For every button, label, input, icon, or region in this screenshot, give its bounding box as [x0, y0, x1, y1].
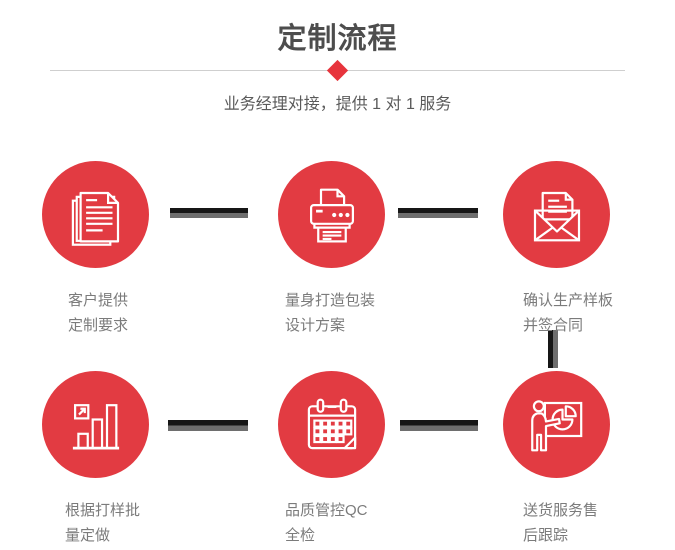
- step-label-line: 量定做: [65, 527, 111, 544]
- step-label-line: 根据打样批: [65, 502, 141, 519]
- connector-step2-step3: [398, 208, 478, 218]
- step-label-4: 根据打样批 量定做: [65, 498, 140, 548]
- step-circle-5: [278, 371, 385, 478]
- subtitle: 业务经理对接，提供 1 对 1 服务: [223, 96, 452, 113]
- connector-step4-step5: [168, 420, 248, 431]
- step-circle-1: [42, 161, 149, 268]
- step-label-line: 送货服务售: [523, 502, 599, 519]
- page-title: 定制流程: [277, 23, 398, 55]
- step-label-line: 全检: [285, 527, 316, 544]
- connector-step1-step2: [170, 208, 248, 218]
- step-label-line: 量身打造包装: [285, 292, 376, 309]
- bar-chart-icon: [72, 403, 119, 449]
- step-label-line: 定制要求: [68, 317, 129, 334]
- step-label-line: 后跟踪: [523, 527, 569, 544]
- printer-icon: [309, 188, 354, 242]
- calendar-icon: [307, 398, 356, 449]
- step-label-line: 品质管控QC: [285, 502, 368, 519]
- connector-step5-step6: [400, 420, 478, 431]
- presentation-icon: [530, 399, 582, 451]
- step-label-line: 设计方案: [285, 317, 346, 334]
- step-label-line: 并签合同: [523, 317, 584, 334]
- step-label-line: 客户提供: [68, 292, 129, 309]
- diamond-icon: [326, 59, 349, 82]
- step-label-3: 确认生产样板 并签合同: [523, 288, 613, 338]
- step-label-line: 确认生产样板: [523, 292, 614, 309]
- step-label-2: 量身打造包装 设计方案: [285, 288, 375, 338]
- step-label-6: 送货服务售 后跟踪: [523, 498, 598, 548]
- connector-step3-step6: [548, 330, 558, 368]
- step-circle-2: [278, 161, 385, 268]
- documents-icon: [71, 191, 119, 246]
- envelope-icon: [533, 191, 580, 241]
- step-circle-4: [42, 371, 149, 478]
- step-circle-6: [503, 371, 610, 478]
- step-label-1: 客户提供 定制要求: [68, 288, 128, 338]
- step-label-5: 品质管控QC 全检: [285, 498, 368, 548]
- step-circle-3: [503, 161, 610, 268]
